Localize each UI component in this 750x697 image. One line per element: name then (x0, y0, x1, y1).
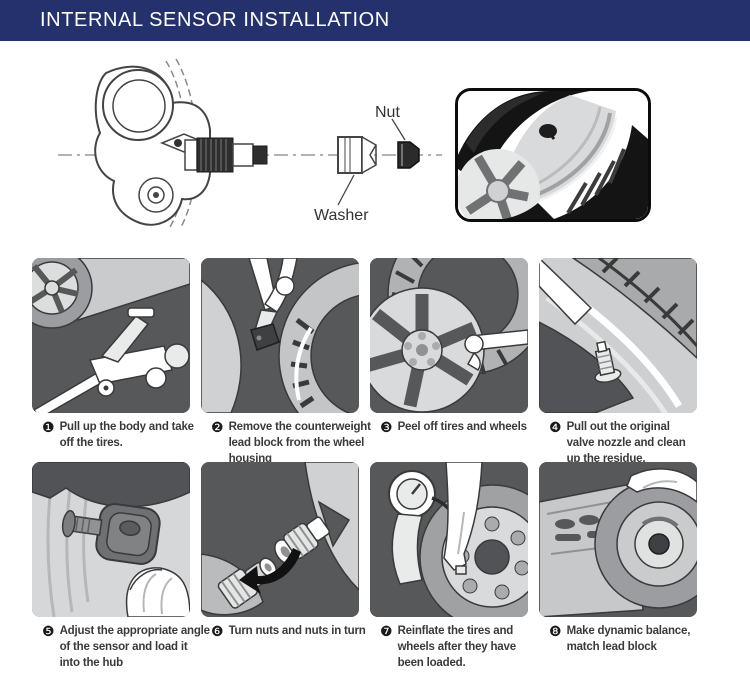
nut-label: Nut (375, 104, 400, 121)
step-3-caption: ❸ Peel off tires and wheels (370, 419, 565, 435)
step-6-image (201, 462, 359, 617)
step-2-caption: ❷ Remove the counterweight lead block fr… (201, 419, 396, 467)
washer-label: Washer (314, 207, 369, 224)
step-1-text: Pull up the body and take off the tires. (59, 421, 194, 449)
page-title: INTERNAL SENSOR INSTALLATION (40, 9, 390, 31)
step-1-number-badge: ❶ (42, 419, 55, 435)
step-1: ❶ Pull up the body and take off the tire… (32, 258, 194, 467)
step-6-text: Turn nuts and nuts in turn (228, 625, 366, 637)
step-5-caption: ❺ Adjust the appropriate angle of the se… (32, 623, 227, 671)
steps-row-2: ❺ Adjust the appropriate angle of the se… (32, 462, 732, 671)
exploded-sensor-diagram (58, 58, 442, 230)
step-3-text: Peel off tires and wheels (397, 421, 527, 433)
step-8-number-badge: ❽ (549, 623, 562, 639)
washer-lines (344, 137, 351, 173)
step-3: ❸ Peel off tires and wheels (370, 258, 528, 467)
wheel-photo-frame (455, 88, 651, 222)
tighten-nut-illustration (201, 462, 359, 617)
sensor-insert-illustration (32, 462, 190, 617)
nut-leader-line (391, 118, 406, 141)
washer-hex-face (361, 135, 377, 175)
step-2-text: Remove the counterweight lead block from… (228, 421, 371, 465)
inflate-tire-illustration (370, 462, 528, 617)
header-bar: INTERNAL SENSOR INSTALLATION (0, 0, 750, 41)
step-2-image (201, 258, 359, 413)
tire-removal-illustration (370, 258, 528, 413)
sensor-ring-inner (112, 79, 166, 133)
step-2-number-badge: ❷ (211, 419, 224, 435)
step-5: ❺ Adjust the appropriate angle of the se… (32, 462, 210, 671)
pliers-counterweight-illustration (201, 258, 359, 413)
step-6: ❻ Turn nuts and nuts in turn (201, 462, 366, 671)
step-8: ❽ Make dynamic balance, match lead block (539, 462, 697, 671)
step-5-number-badge: ❺ (42, 623, 55, 639)
step-7-text: Reinflate the tires and wheels after the… (397, 625, 517, 669)
step-4-text: Pull out the original valve nozzle and c… (566, 421, 686, 465)
step-4-image (539, 258, 697, 413)
step-8-caption: ❽ Make dynamic balance, match lead block (539, 623, 734, 655)
rim-arc-dashed (175, 58, 198, 230)
rim-arc-dashed (165, 60, 188, 228)
step-2: ❷ Remove the counterweight lead block fr… (201, 258, 371, 467)
step-6-number-badge: ❻ (211, 623, 224, 639)
nut-shape (397, 141, 420, 169)
stem-collar (184, 139, 198, 171)
step-5-image (32, 462, 190, 617)
stem-thread-ridges (200, 139, 227, 171)
step-7: ❼ Reinflate the tires and wheels after t… (370, 462, 528, 671)
stem-tip-thread (252, 145, 268, 165)
step-4: ❹ Pull out the original valve nozzle and… (539, 258, 697, 467)
sensor-lobe-dot (153, 192, 159, 198)
jack-lift-illustration (32, 258, 190, 413)
step-4-number-badge: ❹ (549, 419, 562, 435)
valve-removal-illustration (539, 258, 697, 413)
stem-thread (196, 137, 234, 173)
step-7-number-badge: ❼ (380, 623, 393, 639)
step-1-caption: ❶ Pull up the body and take off the tire… (32, 419, 227, 451)
sensor-hex-dot (174, 139, 182, 147)
step-8-text: Make dynamic balance, match lead block (566, 625, 691, 653)
balance-machine-illustration (539, 462, 697, 617)
step-7-image (370, 462, 528, 617)
step-7-caption: ❼ Reinflate the tires and wheels after t… (370, 623, 565, 671)
washer-leader-line (337, 174, 355, 206)
step-3-image (370, 258, 528, 413)
step-3-number-badge: ❸ (380, 419, 393, 435)
step-4-caption: ❹ Pull out the original valve nozzle and… (539, 419, 734, 467)
wheel-photo-illustration (458, 91, 648, 219)
steps-row-1: ❶ Pull up the body and take off the tire… (32, 258, 732, 467)
stem-shaft (232, 143, 254, 167)
step-1-image (32, 258, 190, 413)
step-8-image (539, 462, 697, 617)
step-6-caption: ❻ Turn nuts and nuts in turn (201, 623, 396, 639)
step-5-text: Adjust the appropriate angle of the sens… (59, 625, 211, 669)
